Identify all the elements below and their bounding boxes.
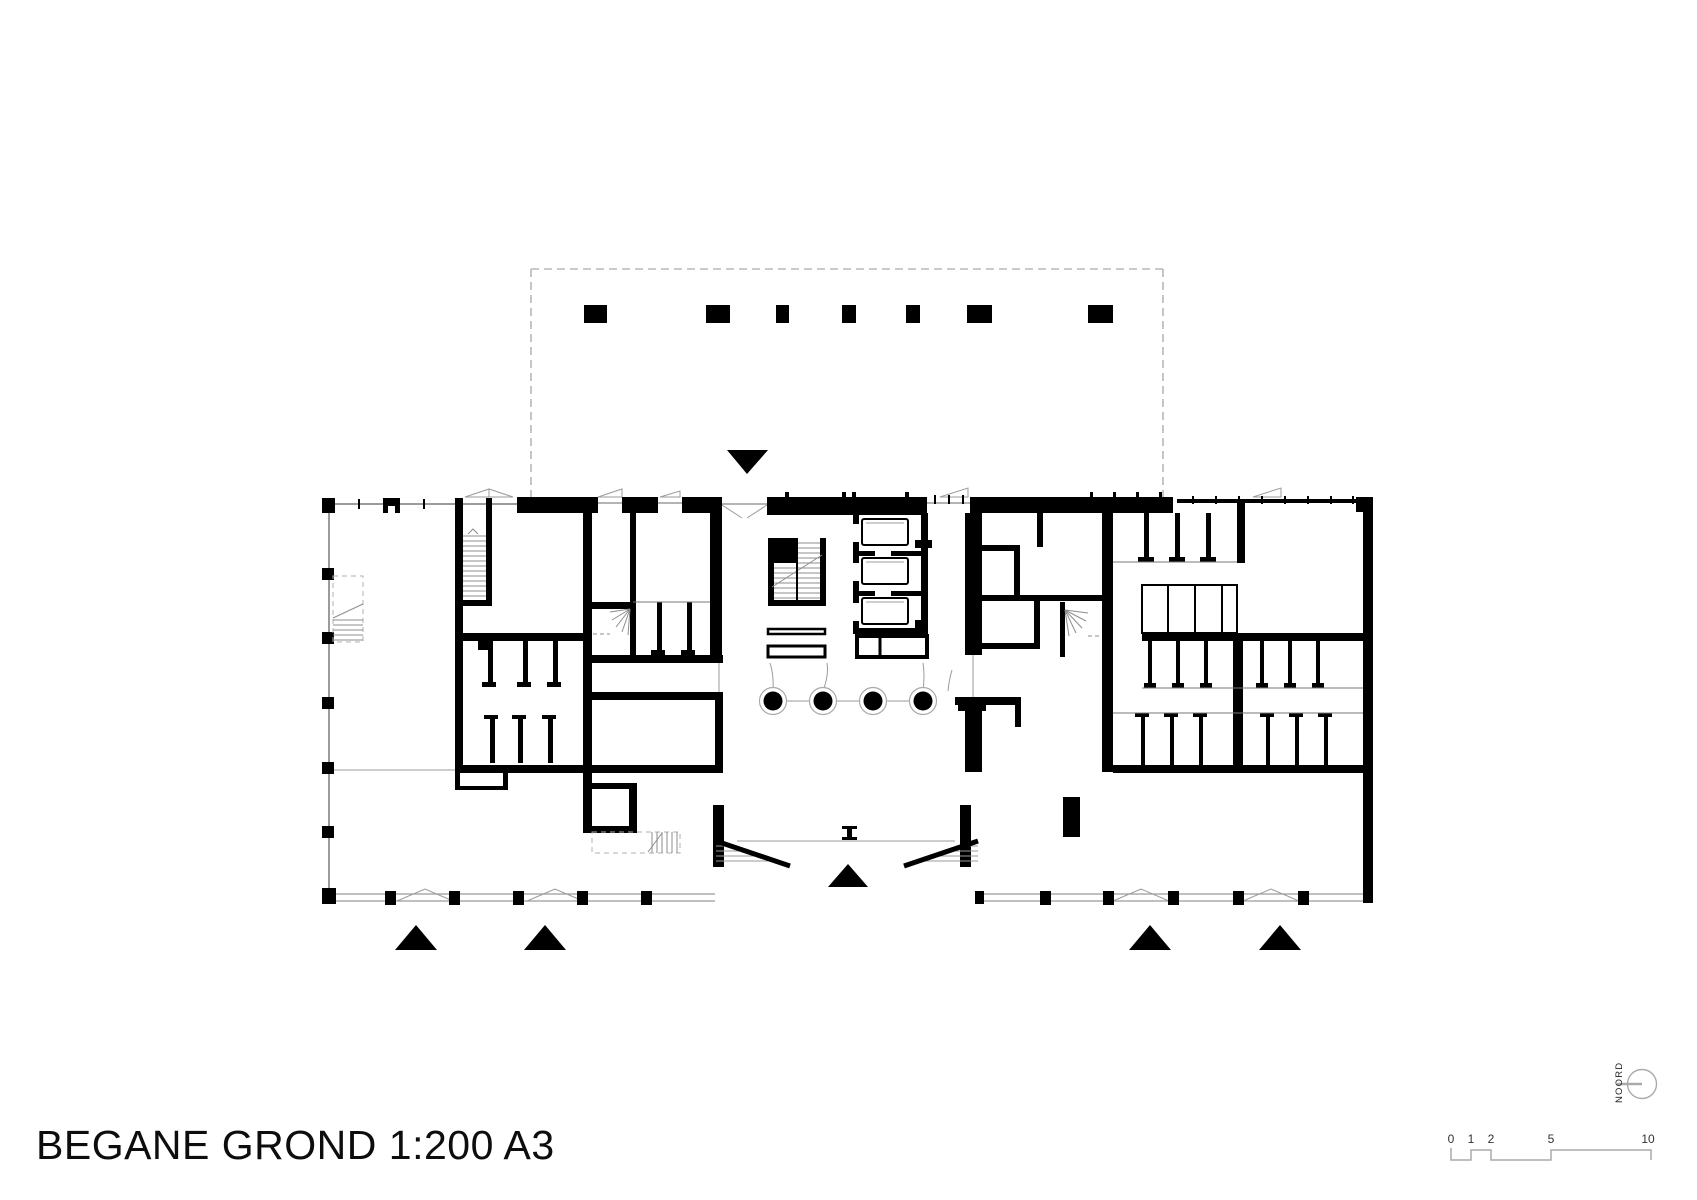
column-icon (808, 686, 838, 716)
column-icon (758, 686, 788, 716)
column-grid (758, 662, 953, 716)
steel-column-icon (842, 826, 857, 840)
structural-walls (322, 492, 1373, 905)
entrance-arrow-icons (395, 450, 1301, 950)
exit-arrow-icon (524, 925, 566, 950)
north-label: NOORD (1614, 1062, 1625, 1103)
canopy-outline (530, 268, 1164, 497)
scale-tick-label: 2 (1488, 1132, 1495, 1146)
canopy-columns (584, 305, 1113, 323)
door-swing-wedges (464, 487, 1282, 498)
drawing-title: BEGANE GROND 1:200 A3 (36, 1122, 555, 1168)
scale-tick-label: 5 (1548, 1132, 1555, 1146)
stairs (332, 528, 1102, 869)
scale-tick-label: 1 (1468, 1132, 1475, 1146)
scale-tick-label: 0 (1448, 1132, 1455, 1146)
column-icon (908, 686, 938, 716)
exit-arrow-icon (1259, 925, 1301, 950)
exit-arrow-icon (1129, 925, 1171, 950)
entrance-arrow-up-icon (828, 864, 868, 887)
column-icon (858, 686, 888, 716)
exit-arrow-icon (395, 925, 437, 950)
fixtures (633, 518, 1363, 714)
scale-bar: 0 1 2 5 10 (1448, 1132, 1655, 1161)
elevator-cabins (861, 518, 909, 625)
scale-tick-label: 10 (1641, 1132, 1655, 1146)
north-compass-icon: NOORD (1614, 1062, 1658, 1103)
entrance-arrow-down-icon (727, 450, 768, 474)
